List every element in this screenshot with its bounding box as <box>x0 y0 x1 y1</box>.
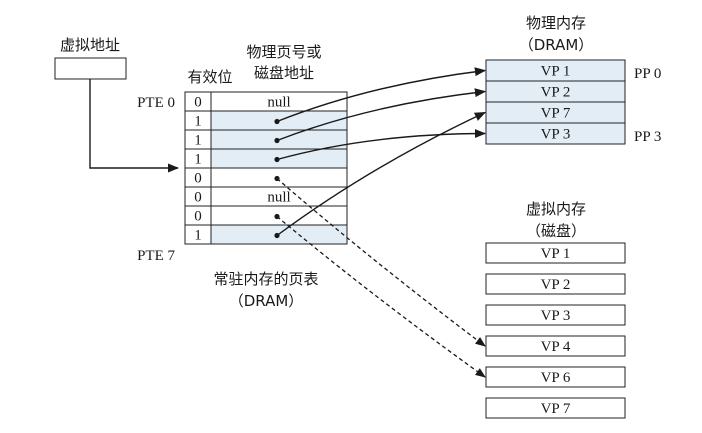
pte-first-label: PTE 0 <box>137 95 175 111</box>
memory-mapping-arrow <box>276 129 487 161</box>
mapping-arrows <box>274 67 487 378</box>
memory-mapping-arrow <box>276 88 487 142</box>
disk-page-box <box>485 304 626 326</box>
pte-row: 0 <box>184 167 348 188</box>
disk-page-box <box>485 366 626 388</box>
virtual-address-arrow <box>89 79 180 173</box>
memory-mapping-arrow <box>276 111 487 237</box>
disk-mapping-arrow <box>276 216 486 378</box>
virtual-address-box <box>54 57 127 80</box>
pte-row: 1 <box>184 224 348 245</box>
page-table: 0 null 1 1 1 0 0 null 0 1 <box>184 91 348 245</box>
disk-page-label: VP 2 <box>541 277 571 293</box>
ppn-header-line1: 物理页号或 <box>246 43 321 61</box>
valid-bit-value: 1 <box>194 152 202 168</box>
physical-memory-title-line2: （DRAM） <box>519 36 594 54</box>
disk-page-box <box>485 273 626 295</box>
pte-last-label: PTE 7 <box>137 248 175 264</box>
pp-last-label: PP 3 <box>634 129 661 145</box>
virtual-address-label: 虚拟地址 <box>60 36 120 54</box>
pte-row: 0 <box>184 205 348 226</box>
disk-page-label: VP 7 <box>541 401 571 417</box>
valid-bit-header: 有效位 <box>187 68 232 86</box>
valid-bit-value: 0 <box>194 171 202 187</box>
pte-row: 0 null <box>184 91 348 112</box>
pte-row: 1 <box>184 129 348 150</box>
disk-page-box <box>485 242 626 264</box>
valid-bit-value: 0 <box>194 209 202 225</box>
virtual-memory-title-line2: （磁盘） <box>526 222 586 240</box>
disk-page-label: VP 1 <box>541 246 571 262</box>
disk-mapping-arrow <box>276 178 486 347</box>
valid-bit-value: 1 <box>194 114 202 130</box>
pte-row: 1 <box>184 148 348 169</box>
physical-page-label: VP 2 <box>541 85 571 101</box>
disk-page-label: VP 3 <box>541 308 571 324</box>
page-table-caption-line1: 常驻内存的页表 <box>213 270 318 288</box>
physical-page-label: VP 1 <box>541 64 571 80</box>
pte-row: 1 <box>184 110 348 131</box>
disk-page-label: VP 4 <box>541 339 571 355</box>
pp-first-label: PP 0 <box>634 66 661 82</box>
valid-bit-value: 1 <box>194 228 202 244</box>
valid-bit-value: 0 <box>194 95 202 111</box>
valid-bit-value: 0 <box>194 190 202 206</box>
pte-content-text: null <box>267 190 290 206</box>
physical-memory: VP 1 VP 2 VP 7 VP 3 <box>485 59 626 145</box>
virtual-memory: VP 1 VP 2 VP 3 VP 4 VP 6 VP 7 <box>485 242 626 419</box>
page-table-caption-line2: （DRAM） <box>229 292 304 310</box>
pte-content-text: null <box>267 95 290 111</box>
memory-mapping-arrow <box>276 67 487 123</box>
disk-page-box <box>485 335 626 357</box>
valid-bit-value: 1 <box>194 133 202 149</box>
physical-memory-title-line1: 物理内存 <box>526 14 586 32</box>
disk-page-label: VP 6 <box>541 370 571 386</box>
disk-page-box <box>485 397 626 419</box>
virtual-memory-title-line1: 虚拟内存 <box>526 200 586 218</box>
physical-page-label: VP 3 <box>541 127 571 143</box>
physical-page-label: VP 7 <box>541 106 571 122</box>
pte-row: 0 null <box>184 186 348 207</box>
ppn-header-line2: 磁盘地址 <box>254 64 314 82</box>
